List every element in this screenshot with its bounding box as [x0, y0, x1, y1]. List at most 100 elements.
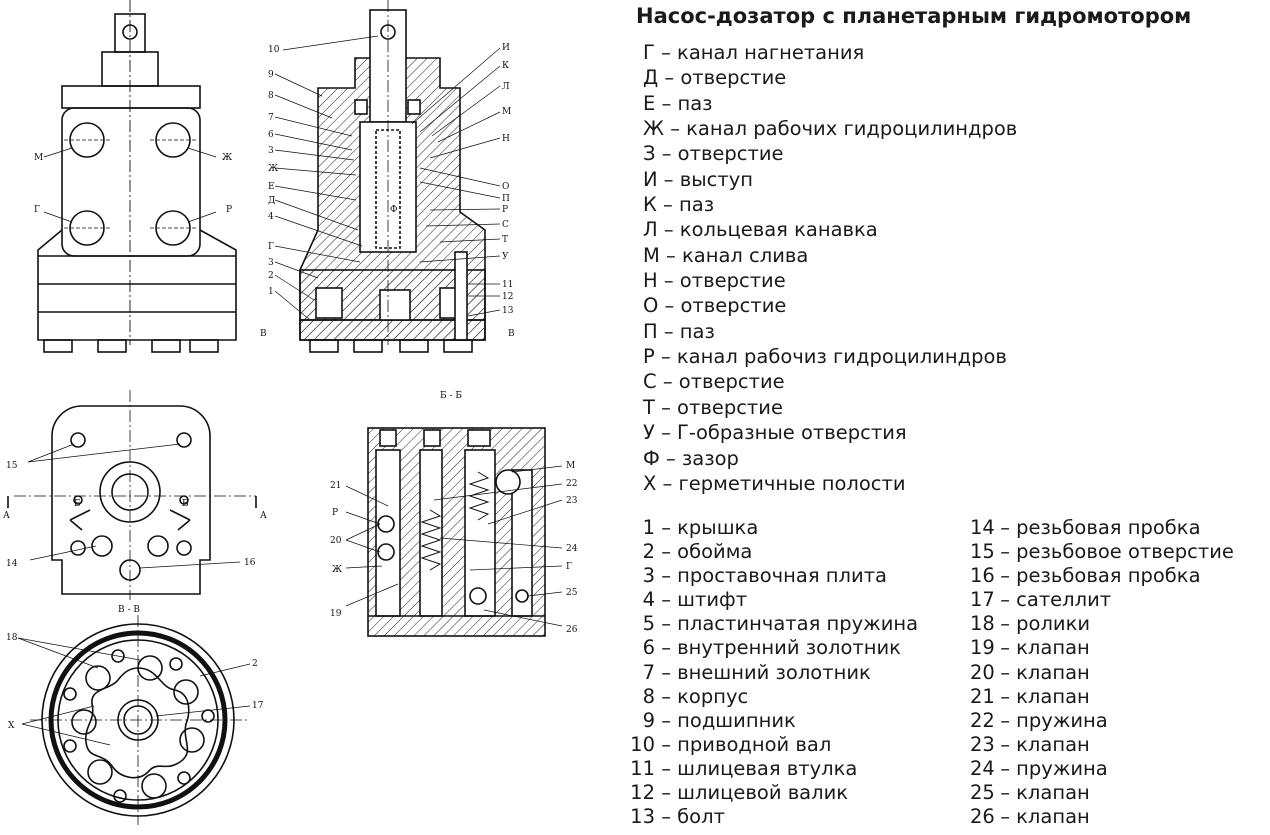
bb-title: Б - Б	[440, 391, 462, 401]
sec-label-l: Л	[502, 82, 510, 92]
part-number: 13	[630, 805, 655, 829]
vv-title: В - В	[118, 605, 140, 615]
sec-label-o: О	[502, 182, 509, 192]
part-number: 10	[630, 732, 655, 756]
part-number: 6	[642, 636, 655, 660]
sec-label-g: Г	[268, 242, 274, 252]
part-number: 5	[642, 612, 655, 636]
bb-label-26: 26	[566, 625, 578, 635]
sec-label-3a: 3	[268, 146, 274, 156]
part-number: 18	[970, 612, 995, 636]
sec-label-v-left: В	[260, 329, 267, 339]
main-section-leaders	[274, 35, 501, 321]
part-name: – подшипник	[655, 708, 796, 732]
parts-list-right: 14 – резьбовая пробка 15 – резьбовое отв…	[970, 516, 1234, 829]
part-number: 9	[642, 708, 655, 732]
section-vv	[30, 615, 250, 825]
part-name: – клапан	[994, 660, 1090, 684]
front-label-zh: Ж	[222, 153, 232, 163]
part-number: 19	[970, 636, 995, 660]
part-item: 6 – внутренний золотник	[630, 636, 918, 660]
sec-label-10: 10	[268, 45, 280, 55]
part-number: 24	[970, 756, 995, 780]
technical-drawing: М Ж Г Р	[3, 0, 578, 825]
part-name: – клапан	[994, 805, 1090, 829]
sec-label-r: Р	[502, 205, 508, 215]
sec-label-6: 6	[268, 130, 274, 140]
sec-label-12: 12	[502, 292, 513, 302]
part-name: – ролики	[994, 612, 1091, 636]
plan-label-15: 15	[6, 461, 18, 471]
part-item: 23 – клапан	[970, 733, 1234, 757]
part-name: – штифт	[655, 588, 748, 612]
legend-item: Х – герметичные полости	[643, 471, 906, 495]
part-name: – пластинчатая пружина	[655, 612, 919, 636]
sec-label-4: 4	[268, 212, 274, 222]
part-item: 26 – клапан	[970, 805, 1234, 829]
part-item: 5 – пластинчатая пружина	[630, 612, 919, 636]
part-name: – клапан	[994, 732, 1090, 756]
legend-item: Н – отверстие	[643, 269, 786, 293]
sec-label-7: 7	[268, 113, 274, 123]
part-number: 1	[642, 516, 655, 539]
part-name: – резьбовое отверстие	[994, 540, 1234, 564]
sec-label-13: 13	[502, 306, 514, 316]
part-name: – проставочная плита	[655, 564, 888, 588]
front-label-g: Г	[34, 205, 40, 215]
part-number: 14	[970, 516, 995, 539]
sec-label-m: М	[502, 107, 511, 117]
plan-label-a-left: А	[3, 511, 10, 521]
part-name: – резьбовая пробка	[994, 516, 1201, 539]
legend-item: П – паз	[643, 319, 715, 343]
part-item: 10 – приводной вал	[630, 733, 918, 757]
part-name: – сателлит	[994, 588, 1112, 612]
bb-label-m: М	[566, 461, 575, 471]
vv-label-18: 18	[6, 633, 18, 643]
bb-label-25: 25	[566, 588, 578, 598]
bb-label-24: 24	[566, 544, 578, 554]
part-name: – приводной вал	[655, 732, 832, 756]
main-section	[299, 0, 486, 353]
part-number: 2	[642, 540, 655, 564]
part-item: 14 – резьбовая пробка	[970, 516, 1234, 540]
sec-label-zh: Ж	[268, 164, 278, 174]
bb-label-zh: Ж	[332, 565, 342, 575]
part-name: – обойма	[655, 540, 753, 564]
sec-label-3b: 3	[268, 258, 274, 268]
legend-item: Е – паз	[643, 91, 713, 115]
part-number: 16	[970, 564, 995, 588]
part-item: 11 – шлицевая втулка	[630, 757, 918, 781]
part-number: 20	[970, 660, 995, 684]
part-name: – клапан	[994, 684, 1090, 708]
part-number: 7	[642, 660, 655, 684]
bb-label-g: Г	[566, 562, 572, 572]
part-number: 12	[630, 781, 655, 805]
part-name: – клапан	[994, 781, 1090, 805]
part-item: 2 – обойма	[630, 540, 918, 564]
part-name: – крышка	[655, 516, 759, 539]
part-item: 21 – клапан	[970, 685, 1234, 709]
part-number: 17	[970, 588, 995, 612]
letter-legend: Г – канал нагнетания Д – отверстие Е – п…	[643, 40, 1017, 496]
part-name: – болт	[655, 805, 725, 829]
bb-label-19: 19	[330, 609, 342, 619]
part-number: 21	[970, 684, 995, 708]
legend-item: Р – канал рабочиз гидроцилиндров	[643, 345, 1007, 369]
sec-label-f: Ф	[390, 205, 397, 215]
legend-item: Л – кольцевая канавка	[643, 218, 878, 242]
part-item: 9 – подшипник	[630, 709, 918, 733]
part-name: – шлицевая втулка	[655, 756, 858, 780]
plan-label-b-right: Б	[182, 499, 189, 509]
legend-item: К – паз	[643, 193, 715, 217]
part-item: 16 – резьбовая пробка	[970, 564, 1234, 588]
part-number: 8	[642, 684, 655, 708]
part-name: – внешний золотник	[655, 660, 871, 684]
plan-view	[7, 390, 257, 600]
part-number: 26	[970, 805, 995, 829]
plan-label-b-left: Б	[74, 499, 81, 509]
part-item: 25 – клапан	[970, 781, 1234, 805]
part-item: 22 – пружина	[970, 709, 1234, 733]
sec-label-n: Н	[502, 134, 510, 144]
part-number: 25	[970, 781, 995, 805]
sec-label-2: 2	[268, 271, 274, 281]
